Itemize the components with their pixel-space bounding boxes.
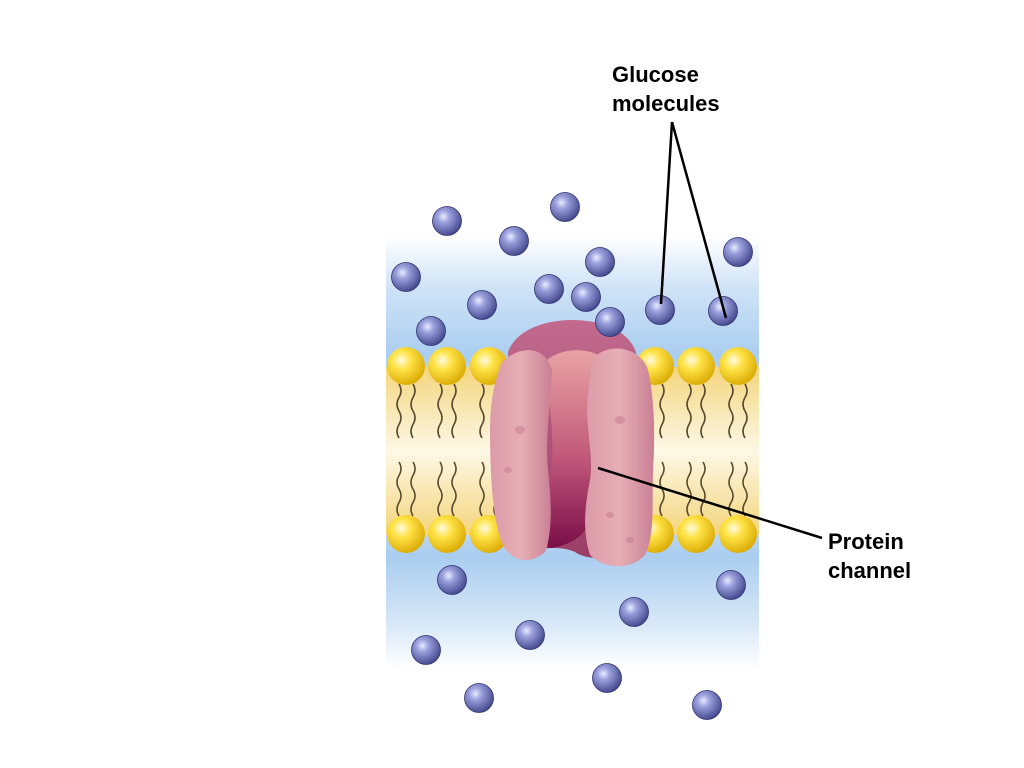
- phospholipid-head-icon: [719, 515, 757, 553]
- protein-channel-label-line2: channel: [828, 558, 912, 583]
- lipid-tail: [451, 383, 457, 439]
- leader-lines: [597, 121, 823, 540]
- lipid-tail: [686, 461, 692, 517]
- glucose-molecule-icon: [716, 570, 746, 600]
- lipid-tail: [437, 383, 443, 439]
- glucose-molecule-icon: [595, 307, 625, 337]
- glucose-molecule-icon: [585, 247, 615, 277]
- lipid-tail: [728, 461, 734, 517]
- glucose-molecule-icon: [411, 635, 441, 665]
- glucose-molecule-icon: [391, 262, 421, 292]
- lipid-heads: [387, 347, 757, 553]
- protein-channel-label: Protein channel: [828, 527, 911, 585]
- glucose-molecule-icon: [464, 683, 494, 713]
- glucose-molecules: [391, 192, 753, 720]
- glucose-leader-line-left: [659, 121, 674, 305]
- phospholipid-head-icon: [387, 515, 425, 553]
- glucose-molecules-label: Glucose molecules: [612, 60, 720, 118]
- glucose-molecule-icon: [432, 206, 462, 236]
- phospholipid-head-icon: [677, 515, 715, 553]
- lipid-tail: [700, 461, 706, 517]
- phospholipid-head-icon: [428, 347, 466, 385]
- lipid-tail: [451, 461, 457, 517]
- lipid-tail: [700, 383, 706, 439]
- lipid-tail: [437, 461, 443, 517]
- protein-channel-icon: [490, 320, 655, 567]
- lipid-tail: [479, 383, 485, 439]
- glucose-molecule-icon: [723, 237, 753, 267]
- glucose-molecule-icon: [499, 226, 529, 256]
- glucose-label-line1: Glucose: [612, 62, 699, 87]
- lipid-tail: [728, 383, 734, 439]
- lipid-tail: [742, 383, 748, 439]
- lipid-tail: [742, 461, 748, 517]
- protein-channel-label-line1: Protein: [828, 529, 904, 554]
- glucose-molecule-icon: [437, 565, 467, 595]
- phospholipid-head-icon: [387, 347, 425, 385]
- glucose-molecule-icon: [571, 282, 601, 312]
- glucose-molecule-icon: [467, 290, 497, 320]
- lipid-tail: [686, 383, 692, 439]
- lipid-tail: [396, 383, 402, 439]
- glucose-molecule-icon: [645, 295, 675, 325]
- glucose-label-line2: molecules: [612, 91, 720, 116]
- glucose-molecule-icon: [550, 192, 580, 222]
- protein-channel-leader-line: [597, 466, 823, 540]
- glucose-leader-line-right: [670, 121, 728, 319]
- protein-left-subunit: [490, 350, 552, 561]
- phospholipid-head-icon: [719, 347, 757, 385]
- lipid-tail: [410, 383, 416, 439]
- glucose-molecule-icon: [692, 690, 722, 720]
- glucose-molecule-icon: [515, 620, 545, 650]
- lipid-tail: [479, 461, 485, 517]
- glucose-molecule-icon: [592, 663, 622, 693]
- phospholipid-head-icon: [677, 347, 715, 385]
- glucose-molecule-icon: [534, 274, 564, 304]
- phospholipid-head-icon: [428, 515, 466, 553]
- glucose-molecule-icon: [416, 316, 446, 346]
- lipid-tail: [659, 383, 665, 439]
- glucose-molecule-icon: [619, 597, 649, 627]
- protein-right-subunit: [585, 348, 655, 567]
- lipid-tail: [410, 461, 416, 517]
- lipid-tail: [396, 461, 402, 517]
